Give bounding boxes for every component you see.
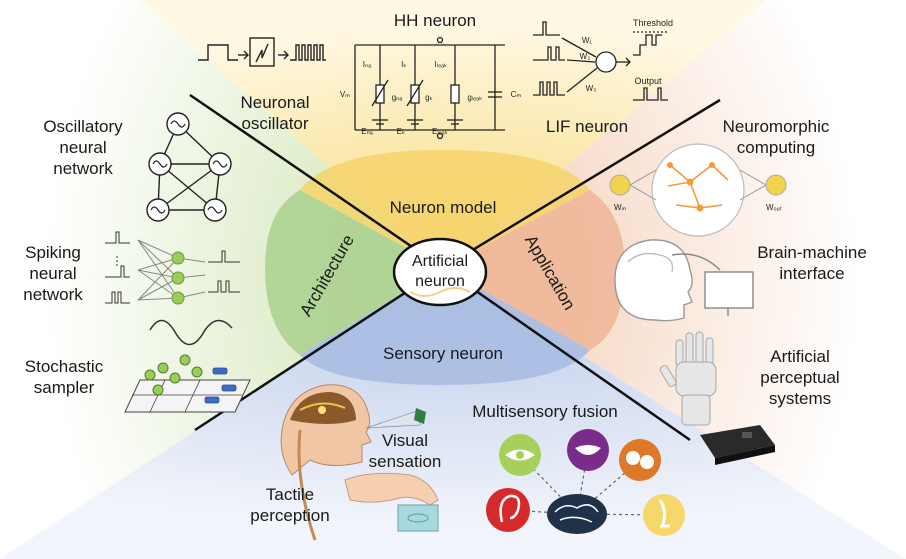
hh-vm-label: Vₘ: [339, 90, 351, 99]
hh-circuit: [354, 36, 505, 140]
bmi-graphic: [614, 239, 754, 322]
stochastic-line2: sampler: [33, 378, 95, 397]
perceptual-systems-label: Artificial perceptual systems: [740, 346, 860, 409]
oscillatory-line2: neural: [59, 138, 107, 157]
wout-label: Wₒᵤₜ: [766, 203, 782, 212]
win-label: Wᵢₙ: [614, 203, 626, 212]
visual-sensation-label: Visual sensation: [360, 430, 450, 472]
hh-ek-label: Eₖ: [396, 127, 406, 136]
hh-ik-label: Iₖ: [401, 60, 407, 69]
neuromorphic-line2: computing: [736, 138, 816, 157]
oscillator-waveform: [198, 37, 326, 67]
threshold-label: Threshold: [632, 18, 674, 28]
top-blob: [300, 150, 590, 268]
tactile-perception-label: Tactile perception: [240, 484, 340, 526]
lif-w1-label: W₁: [581, 36, 593, 45]
hh-ena-label: Eₙₐ: [361, 127, 373, 136]
brain-node: [547, 494, 607, 534]
eye-node: [499, 434, 541, 476]
center-label-line1: Artificial: [411, 253, 468, 270]
oscillatory-network-label: Oscillatory neural network: [28, 116, 138, 179]
stochastic-line1: Stochastic: [24, 357, 104, 376]
output-label: Output: [634, 76, 662, 86]
neuromorphic-graphic: [609, 143, 787, 237]
robot-hand-graphic: [659, 331, 717, 426]
bottom-quadrant-bg: [0, 268, 906, 559]
visual-line1: Visual: [382, 431, 428, 450]
bottom-blob: [300, 268, 590, 385]
left-blob: [265, 190, 443, 355]
perceptual-line2: perceptual: [760, 368, 840, 387]
tactile-line1: Tactile: [265, 485, 315, 504]
neuromorphic-line1: Neuromorphic: [722, 117, 830, 136]
neuronal-oscillator-line2: oscillator: [241, 114, 309, 133]
lif-w3-label: W₃: [585, 84, 597, 93]
spiking-nodes: [171, 251, 185, 305]
center-wave: [409, 287, 471, 297]
center-label-line2: neuron: [415, 273, 465, 290]
bmi-line2: interface: [779, 264, 845, 283]
spiking-line3: network: [23, 285, 83, 304]
center-label: Artificial neuron: [400, 252, 480, 292]
stochastic-sampler-label: Stochastic sampler: [14, 356, 114, 398]
hh-cm-label: Cₘ: [510, 90, 522, 99]
perceptual-line3: systems: [768, 389, 832, 408]
hh-ileak-label: Iₗₑₐₖ: [434, 60, 448, 69]
hh-eleak-label: Eₗₑₐₖ: [431, 127, 449, 136]
sensor-device-graphic: [700, 425, 775, 465]
oscillator-sine-glyphs: [150, 120, 228, 214]
lif-diagram: [533, 21, 668, 101]
lif-neuron-label: LIF neuron: [545, 117, 629, 136]
divider-bottom-right: [442, 266, 691, 442]
oscillatory-line3: network: [53, 159, 113, 178]
tactile-line2: perception: [250, 506, 330, 525]
divider-top-right: [442, 98, 721, 270]
lif-w2-label: W₂: [579, 52, 591, 61]
neuronal-oscillator-label: Neuronal oscillator: [225, 92, 325, 134]
head-graphic: [280, 384, 372, 541]
perceptual-line1: Artificial: [770, 347, 830, 366]
hh-gleak-label: gₗₑₐₖ: [467, 93, 483, 102]
mouth-node: [567, 429, 609, 471]
quadrant-bottom-label: Sensory neuron: [382, 344, 504, 363]
bmi-label: Brain-machine interface: [742, 242, 882, 284]
divider-top-left: [189, 93, 444, 270]
hh-gk-label: gₖ: [425, 93, 433, 102]
oscillatory-line1: Oscillatory: [43, 117, 123, 136]
spiking-network-label: Spiking neural network: [8, 242, 98, 305]
visual-line2: sensation: [368, 452, 442, 471]
neuronal-oscillator-line1: Neuronal: [240, 93, 310, 112]
hh-ina-label: Iₙₐ: [362, 60, 372, 69]
spiking-network: [105, 231, 240, 304]
ear-node: [486, 488, 530, 532]
stochastic-sampler: [124, 319, 251, 413]
quadrant-top-label: Neuron model: [389, 198, 497, 217]
hh-gna-label: gₙₐ: [391, 93, 403, 102]
hh-neuron-title: HH neuron: [393, 11, 477, 30]
vision-beam: [365, 408, 426, 429]
multisensory-fusion-label: Multisensory fusion: [472, 402, 618, 421]
nose-node: [643, 494, 685, 536]
bmi-line1: Brain-machine: [757, 243, 867, 262]
skin-node: [619, 439, 661, 481]
spiking-line2: neural: [29, 264, 77, 283]
left-quadrant-bg: [0, 0, 443, 559]
neuromorphic-label: Neuromorphic computing: [706, 116, 846, 158]
tactile-hand-graphic: [344, 472, 439, 532]
spiking-line1: Spiking: [25, 243, 81, 262]
right-blob: [443, 190, 625, 350]
